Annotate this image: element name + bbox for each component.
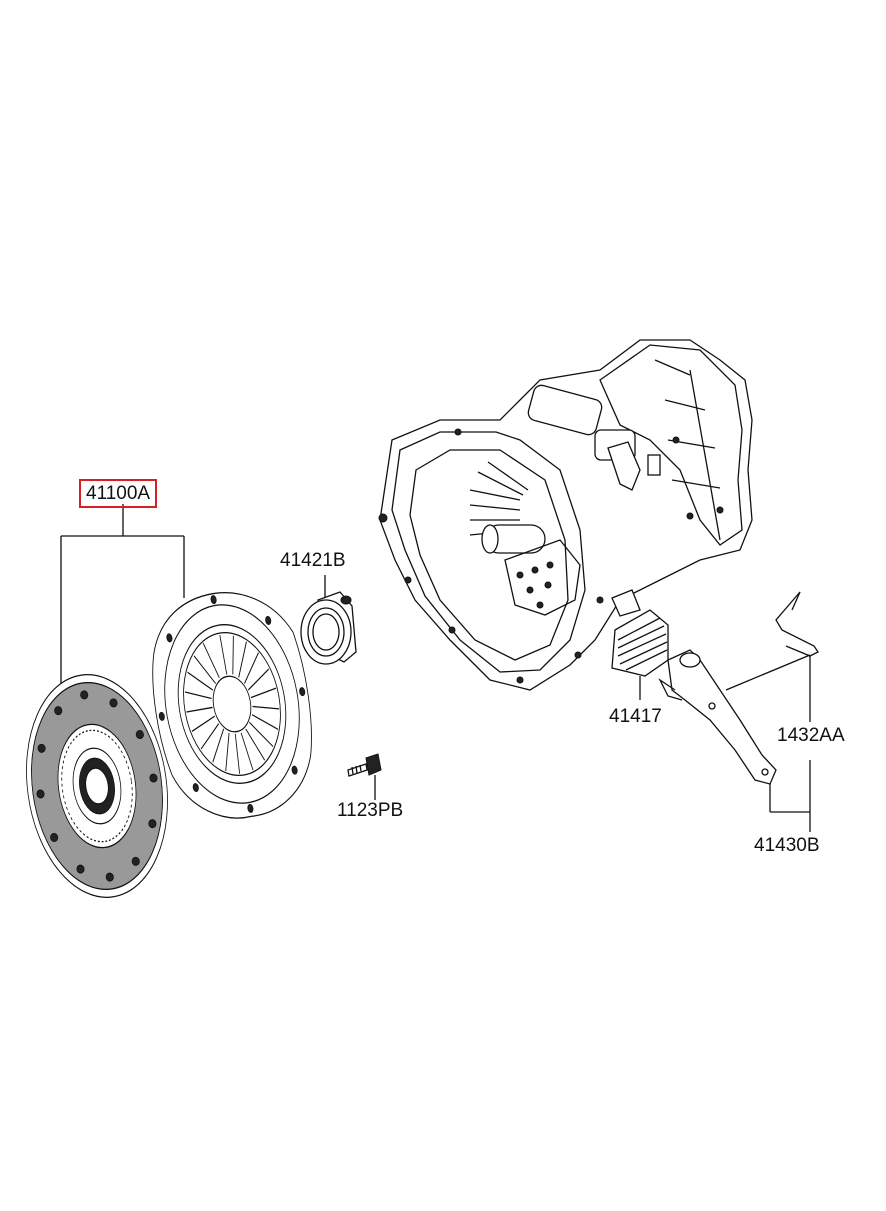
part-label-1432AA[interactable]: 1432AA: [777, 725, 845, 746]
ball-stud-boot[interactable]: [611, 609, 669, 700]
part-label-41421B[interactable]: 41421B: [280, 550, 346, 571]
part-label-41417[interactable]: 41417: [609, 706, 662, 727]
leader-41100A: [60, 504, 185, 700]
release-bearing[interactable]: [300, 575, 357, 665]
release-fork[interactable]: [658, 649, 811, 832]
clutch-disc[interactable]: [13, 665, 182, 906]
pressure-plate[interactable]: [137, 580, 327, 829]
bolt[interactable]: [347, 753, 382, 800]
spring-clip[interactable]: [775, 591, 819, 722]
part-label-41430B[interactable]: 41430B: [754, 835, 820, 856]
part-label-41100A[interactable]: 41100A: [79, 479, 158, 508]
transmission-case[interactable]: [378, 339, 753, 691]
part-label-1123PB[interactable]: 1123PB: [337, 800, 404, 821]
